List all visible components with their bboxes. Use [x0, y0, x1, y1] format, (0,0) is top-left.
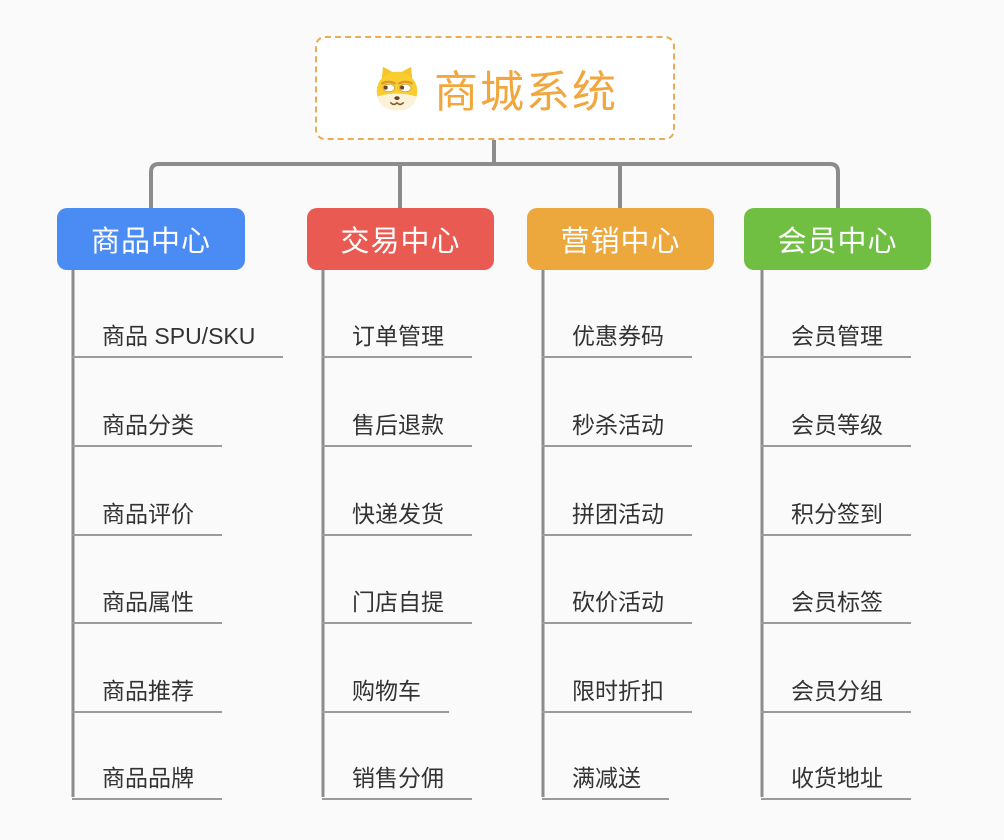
leaf-item[interactable]: 会员分组: [761, 673, 911, 713]
leaf-item[interactable]: 会员标签: [761, 584, 911, 624]
leaf-item[interactable]: 商品 SPU/SKU: [72, 318, 284, 358]
leaf-item[interactable]: 商品评价: [72, 496, 222, 536]
leaf-item[interactable]: 商品分类: [72, 407, 222, 447]
leaf-item[interactable]: 砍价活动: [542, 584, 692, 624]
leaf-item[interactable]: 销售分佣: [322, 760, 472, 800]
leaf-item[interactable]: 会员管理: [761, 318, 911, 358]
leaf-item[interactable]: 秒杀活动: [542, 407, 692, 447]
leaf-item[interactable]: 购物车: [322, 673, 449, 713]
trunk-line: [149, 162, 840, 208]
leaf-item[interactable]: 优惠券码: [542, 318, 692, 358]
leaf-item[interactable]: 商品推荐: [72, 673, 222, 713]
leaf-item[interactable]: 积分签到: [761, 496, 911, 536]
leaf-item[interactable]: 收货地址: [761, 760, 911, 800]
leaf-item[interactable]: 限时折扣: [542, 673, 692, 713]
root-node[interactable]: 商城系统: [315, 36, 675, 140]
dog-face-icon: [372, 63, 422, 113]
leaf-item[interactable]: 拼团活动: [542, 496, 692, 536]
branch-topic-trade-center[interactable]: 交易中心: [307, 208, 494, 270]
branch-topic-product-center[interactable]: 商品中心: [57, 208, 245, 270]
root-title: 商城系统: [434, 68, 618, 117]
leaf-item[interactable]: 订单管理: [322, 318, 472, 358]
leaf-item[interactable]: 售后退款: [322, 407, 472, 447]
leaf-item[interactable]: 商品品牌: [72, 760, 222, 800]
leaf-item[interactable]: 商品属性: [72, 584, 222, 624]
branch-topic-member-center[interactable]: 会员中心: [744, 208, 931, 270]
branch-topic-marketing-center[interactable]: 营销中心: [527, 208, 714, 270]
leaf-item[interactable]: 满减送: [542, 760, 669, 800]
leaf-item[interactable]: 门店自提: [322, 584, 472, 624]
leaf-item[interactable]: 快递发货: [322, 496, 472, 536]
branch-drop-lines: [398, 164, 622, 208]
leaf-item[interactable]: 会员等级: [761, 407, 911, 447]
